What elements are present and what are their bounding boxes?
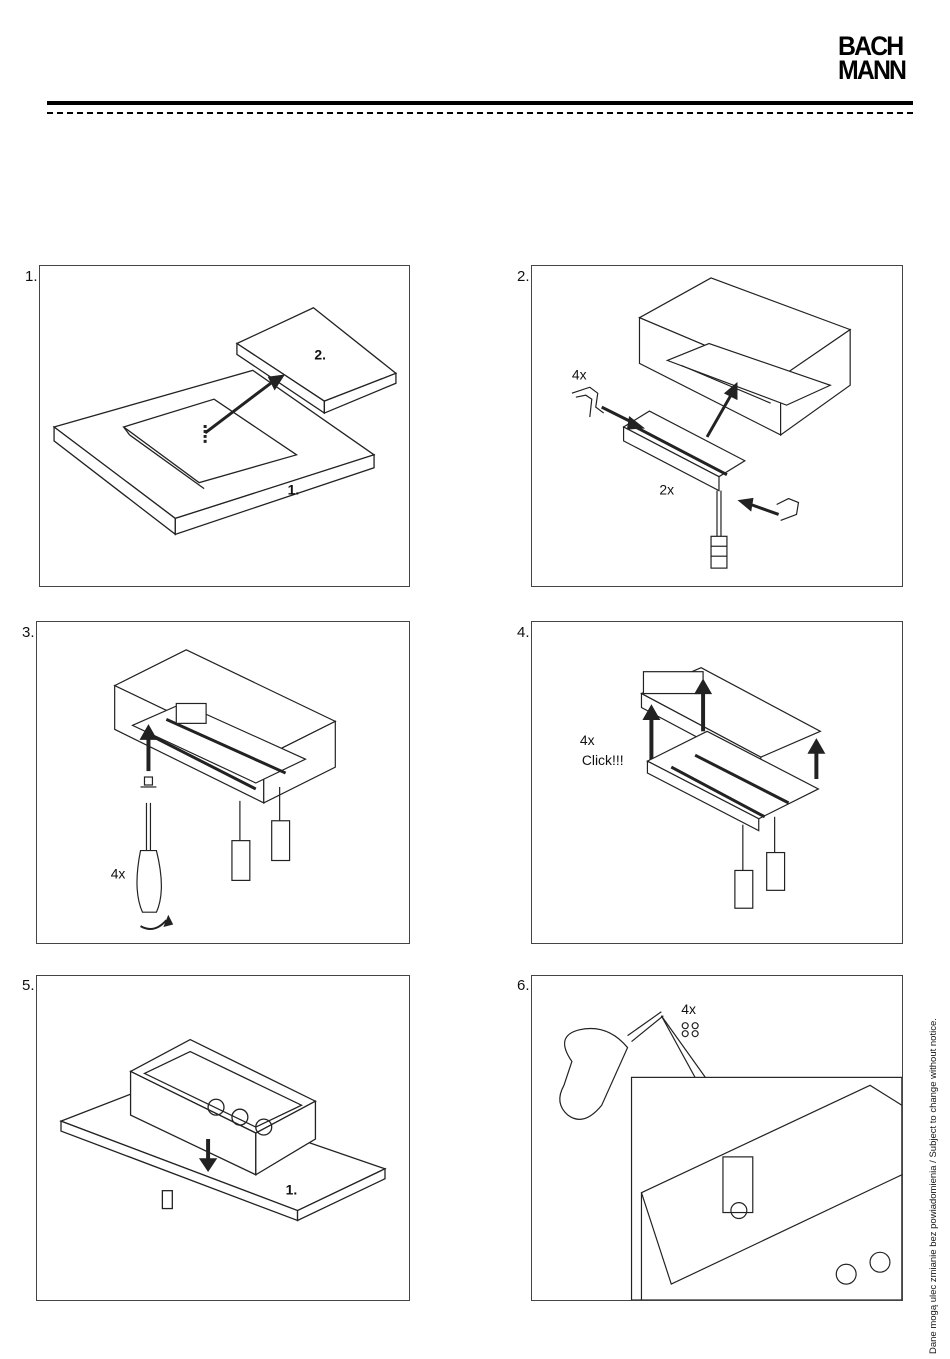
step-4-number: 4. bbox=[517, 624, 530, 641]
step-1-number: 1. bbox=[25, 268, 38, 285]
step-1-illustration: 2. 1. bbox=[39, 265, 410, 587]
disclaimer-note: Dane mogą ulec zmianie bez powiadomienia… bbox=[928, 1018, 939, 1354]
header-rule-solid bbox=[47, 101, 913, 105]
step-4-label-count: 4x bbox=[580, 732, 595, 748]
step-5-label-board: 1. bbox=[286, 1182, 298, 1198]
step-4-label-click: Click!!! bbox=[582, 752, 624, 768]
header-rule-dashed bbox=[47, 112, 913, 114]
step-3-illustration: 4x bbox=[36, 621, 410, 944]
step-6-number: 6. bbox=[517, 977, 530, 994]
step-6-label-count: 4x bbox=[681, 1001, 696, 1017]
step-3-label-screws: 4x bbox=[111, 865, 126, 881]
step-3-number: 3. bbox=[22, 624, 35, 641]
step-5-illustration: 1. bbox=[36, 975, 410, 1301]
step-2-label-sides: 2x bbox=[659, 482, 674, 498]
step-2-number: 2. bbox=[517, 268, 530, 285]
bachmann-logo: BACH MANN bbox=[838, 34, 908, 82]
logo-line-2: MANN bbox=[838, 58, 908, 82]
step-4-illustration: 4x Click!!! bbox=[531, 621, 903, 944]
step-2-label-brackets: 4x bbox=[572, 366, 587, 382]
step-6-illustration: 4x bbox=[531, 975, 903, 1301]
step-1-label-cutout: 2. bbox=[314, 346, 326, 362]
step-1-label-board: 1. bbox=[288, 482, 300, 498]
step-5-number: 5. bbox=[22, 977, 35, 994]
step-2-illustration: 4x 2x bbox=[531, 265, 903, 587]
